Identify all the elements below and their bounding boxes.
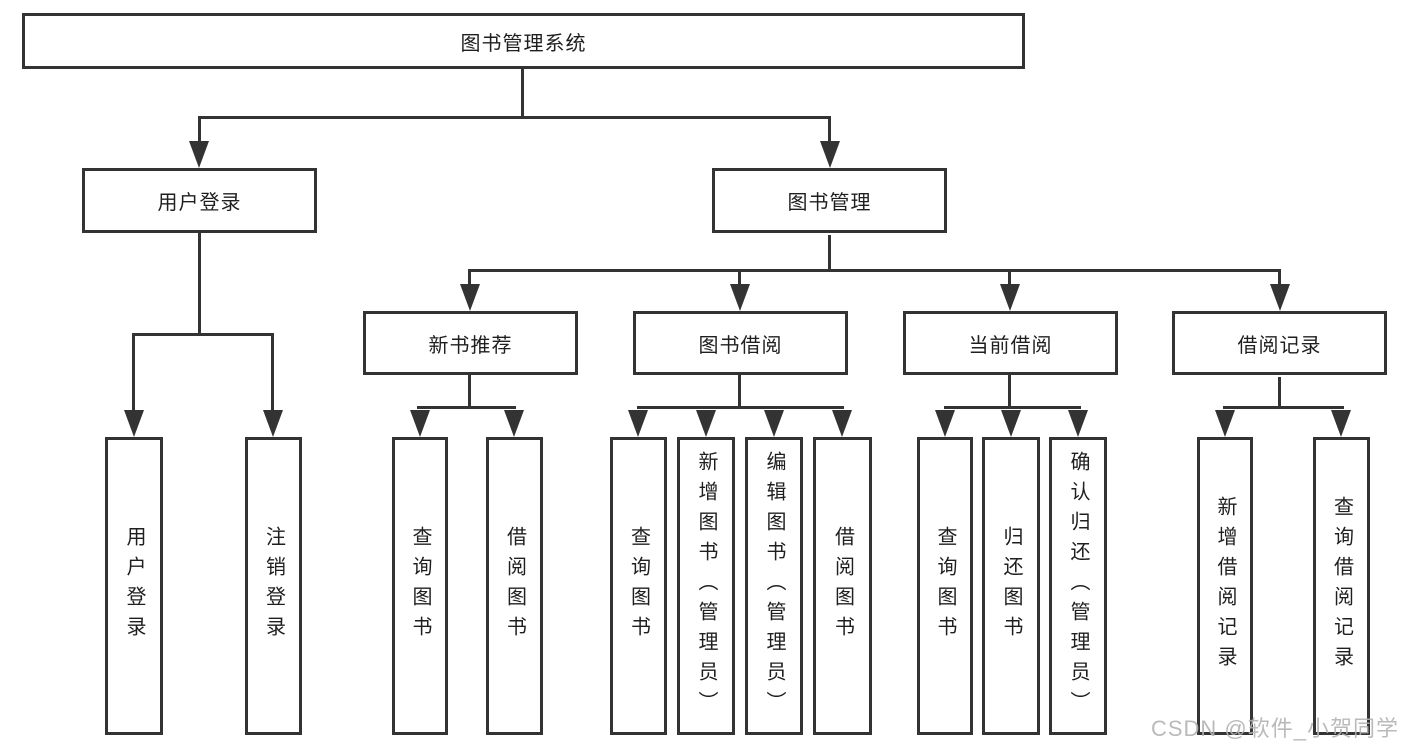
leaf-label: 查询借阅记录 — [1330, 496, 1353, 676]
node-label: 图书管理系统 — [460, 32, 587, 55]
node-current-borrowing: 当前借阅 — [903, 311, 1118, 375]
connector-line — [1278, 377, 1281, 409]
node-borrowing-records: 借阅记录 — [1172, 311, 1387, 375]
leaf-edit-books-admin: 编辑图书（管理员） — [745, 437, 803, 735]
leaf-return-books: 归还图书 — [982, 437, 1040, 735]
arrow-down-icon — [189, 141, 209, 168]
connector-line — [198, 116, 831, 119]
leaf-label: 查询图书 — [627, 526, 650, 646]
leaf-logout: 注销登录 — [245, 437, 302, 735]
connector-line — [468, 269, 1281, 272]
arrow-down-icon — [1001, 410, 1021, 437]
arrow-down-icon — [124, 410, 144, 437]
node-new-book-recommend: 新书推荐 — [363, 311, 578, 375]
arrow-down-icon — [460, 284, 480, 311]
node-label: 新书推荐 — [428, 334, 513, 357]
leaf-label: 编辑图书（管理员） — [763, 451, 785, 721]
leaf-query-books-recommend: 查询图书 — [392, 437, 448, 735]
arrow-down-icon — [832, 410, 852, 437]
node-library-management-system: 图书管理系统 — [22, 13, 1025, 69]
leaf-label: 新增图书（管理员） — [695, 451, 717, 721]
arrow-down-icon — [263, 410, 283, 437]
arrow-down-icon — [504, 410, 524, 437]
leaf-borrow-books: 借阅图书 — [813, 437, 872, 735]
arrow-down-icon — [1068, 410, 1088, 437]
connector-line — [738, 269, 741, 287]
arrow-down-icon — [696, 410, 716, 437]
leaf-add-borrow-record: 新增借阅记录 — [1197, 437, 1253, 735]
node-book-borrowing: 图书借阅 — [633, 311, 848, 375]
arrow-down-icon — [1000, 284, 1020, 311]
node-label: 图书管理 — [787, 192, 872, 214]
connector-line — [637, 406, 844, 409]
node-user-login: 用户登录 — [82, 168, 317, 233]
connector-line — [417, 406, 516, 409]
leaf-label: 借阅图书 — [503, 526, 526, 646]
leaf-label: 注销登录 — [262, 526, 285, 646]
leaf-user-login: 用户登录 — [105, 437, 163, 735]
connector-line — [1278, 269, 1281, 287]
connector-line — [468, 375, 471, 409]
node-label: 用户登录 — [157, 192, 242, 214]
connector-line — [828, 116, 831, 144]
connector-line — [198, 233, 201, 335]
arrow-down-icon — [935, 410, 955, 437]
connector-line — [468, 269, 471, 287]
arrow-down-icon — [1215, 410, 1235, 437]
connector-line — [132, 333, 135, 412]
arrow-down-icon — [764, 410, 784, 437]
connector-line — [944, 406, 1081, 409]
arrow-down-icon — [1331, 410, 1351, 437]
leaf-query-books-borrow: 查询图书 — [610, 437, 667, 735]
leaf-label: 查询图书 — [934, 526, 956, 646]
arrow-down-icon — [820, 141, 840, 168]
connector-line — [1008, 375, 1011, 409]
leaf-borrow-books-recommend: 借阅图书 — [486, 437, 543, 735]
leaf-label: 归还图书 — [1000, 526, 1022, 646]
leaf-label: 借阅图书 — [831, 526, 854, 646]
arrow-down-icon — [730, 284, 750, 311]
node-book-management: 图书管理 — [712, 168, 947, 233]
arrow-down-icon — [1270, 284, 1290, 311]
leaf-query-books-current: 查询图书 — [917, 437, 973, 735]
arrow-down-icon — [410, 410, 430, 437]
node-label: 当前借阅 — [968, 334, 1053, 357]
connector-line — [271, 333, 274, 412]
leaf-query-borrow-record: 查询借阅记录 — [1313, 437, 1370, 735]
connector-line — [738, 375, 741, 409]
node-label: 借阅记录 — [1237, 334, 1322, 357]
leaf-confirm-return-admin: 确认归还（管理员） — [1049, 437, 1107, 735]
connector-line — [1223, 406, 1344, 409]
leaf-label: 新增借阅记录 — [1214, 496, 1236, 676]
connector-line — [828, 235, 831, 272]
leaf-add-books-admin: 新增图书（管理员） — [677, 437, 735, 735]
arrow-down-icon — [628, 410, 648, 437]
connector-line — [1008, 269, 1011, 287]
leaf-label: 确认归还（管理员） — [1067, 451, 1089, 721]
connector-line — [132, 333, 274, 336]
leaf-label: 用户登录 — [123, 526, 145, 646]
connector-line — [521, 69, 524, 118]
connector-line — [198, 116, 201, 144]
leaf-label: 查询图书 — [409, 526, 431, 646]
node-label: 图书借阅 — [698, 334, 783, 357]
